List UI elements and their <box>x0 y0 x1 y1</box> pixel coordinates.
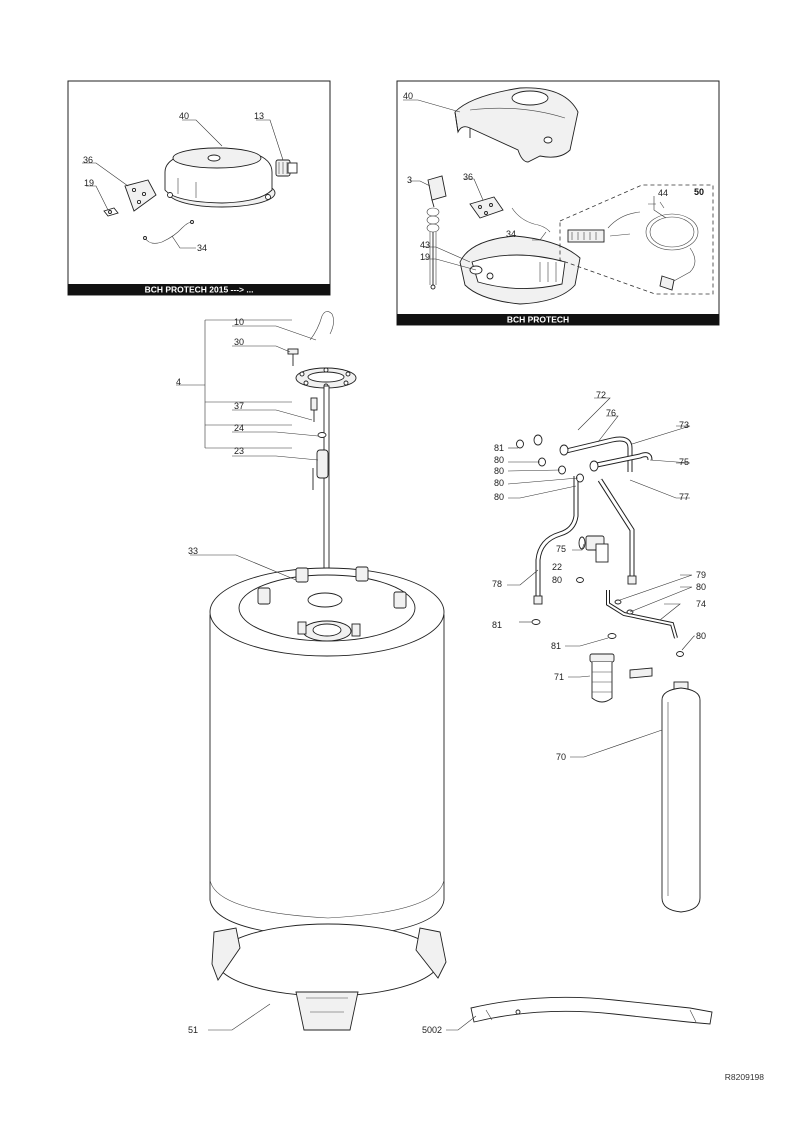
callout-80a: 80 <box>494 455 504 465</box>
part-hood-cover <box>454 87 579 163</box>
callout-36: 36 <box>83 155 93 165</box>
callout-50: 50 <box>694 187 704 197</box>
callout-30: 30 <box>234 337 244 347</box>
part-wall-bracket <box>470 996 713 1025</box>
part-anode-rod <box>661 681 701 913</box>
callout-40: 40 <box>179 111 189 121</box>
part-wire-link <box>511 207 551 233</box>
part-control-board <box>469 196 504 219</box>
inset-panel-right: BCH PROTECH <box>396 80 720 326</box>
callout-81b: 81 <box>492 620 502 630</box>
panel-caption-band-left <box>68 284 330 295</box>
callout-81: 81 <box>494 443 504 453</box>
callout-80b: 80 <box>494 466 504 476</box>
drawing-reference: R8209198 <box>725 1072 765 1082</box>
callout-34: 34 <box>197 243 207 253</box>
part-anode <box>312 449 329 490</box>
callout-34b: 34 <box>506 229 516 239</box>
callout-74: 74 <box>696 599 706 609</box>
callout-75: 75 <box>679 457 689 467</box>
callout-44: 44 <box>658 188 668 198</box>
part-thermostat-board <box>124 179 157 212</box>
part-filter <box>589 653 653 703</box>
callout-80e: 80 <box>552 575 562 585</box>
pipe-assembly <box>516 425 684 657</box>
part-valve <box>578 535 609 563</box>
part-flange-plate <box>295 367 357 389</box>
panel-caption-right: BCH PROTECH <box>507 315 569 325</box>
part-screw <box>287 348 299 366</box>
callout-4: 4 <box>176 377 181 387</box>
callout-73: 73 <box>679 420 689 430</box>
callout-23: 23 <box>234 446 244 456</box>
callout-5002: 5002 <box>422 1025 442 1035</box>
callout-75b: 75 <box>556 544 566 554</box>
callout-24: 24 <box>234 423 244 433</box>
callout-77: 77 <box>679 492 689 502</box>
callout-37: 37 <box>234 401 244 411</box>
part-washer <box>317 432 327 438</box>
part-kit-box <box>559 184 714 295</box>
callout-72: 72 <box>596 390 606 400</box>
callout-80c: 80 <box>494 478 504 488</box>
callout-10: 10 <box>234 317 244 327</box>
callout-51: 51 <box>188 1025 198 1035</box>
callout-70: 70 <box>556 752 566 762</box>
part-heating-rod <box>323 385 330 597</box>
callout-79: 79 <box>696 570 706 580</box>
panel-caption-band-right <box>397 314 719 325</box>
callout-76: 76 <box>606 408 616 418</box>
part-wire-harness <box>144 221 193 244</box>
part-water-tank <box>209 566 445 939</box>
callout-3: 3 <box>407 175 412 185</box>
callout-36b: 36 <box>463 172 473 182</box>
callout-19: 19 <box>84 178 94 188</box>
part-sensor-probe <box>310 397 318 422</box>
part-clip <box>103 207 119 217</box>
part-housing-base <box>459 235 581 305</box>
callout-80d: 80 <box>494 492 504 502</box>
part-cover-round <box>164 147 276 208</box>
part-earth-wire <box>309 311 334 341</box>
callout-78: 78 <box>492 579 502 589</box>
part-cable-gland <box>275 159 298 177</box>
part-thermostat-probe <box>426 175 447 290</box>
callout-19b: 19 <box>420 252 430 262</box>
callout-80g: 80 <box>696 631 706 641</box>
callout-33: 33 <box>188 546 198 556</box>
part-base-stand <box>211 923 447 1031</box>
callout-40b: 40 <box>403 91 413 101</box>
callout-22: 22 <box>552 562 562 572</box>
panel-caption-left: BCH PROTECH 2015 ---> ... <box>145 285 254 295</box>
callout-13: 13 <box>254 111 264 121</box>
inset-panel-left: BCH PROTECH 2015 ---> ... <box>67 80 331 296</box>
callout-71: 71 <box>554 672 564 682</box>
callout-43: 43 <box>420 240 430 250</box>
callout-81c: 81 <box>551 641 561 651</box>
heating-element-assembly: 10 30 4 37 24 23 <box>176 311 357 597</box>
callout-80f: 80 <box>696 582 706 592</box>
